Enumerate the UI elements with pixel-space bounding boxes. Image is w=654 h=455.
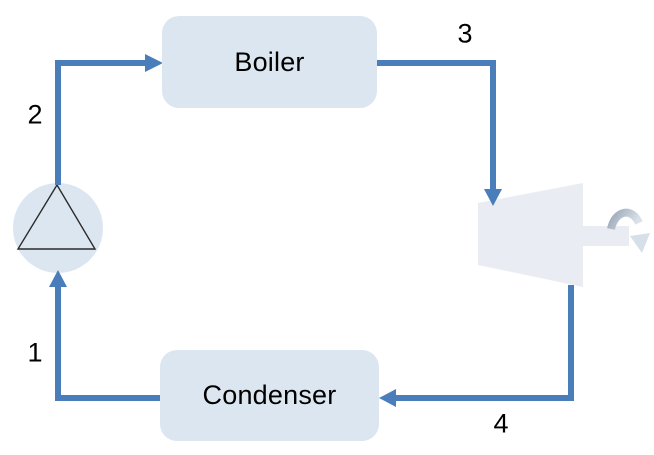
boiler-label: Boiler [234, 46, 305, 77]
rotation-arrow-arc [607, 208, 643, 231]
pump-circle [13, 183, 103, 273]
pipe-2-line [55, 60, 146, 185]
pipe-arrow-1 [49, 270, 160, 401]
turbine-trapezoid-icon [478, 183, 583, 287]
pipe-2-arrowhead-icon [145, 54, 163, 72]
pump-symbol [13, 183, 103, 273]
pipe-4-arrowhead-icon [379, 389, 396, 407]
pipe-1-line [55, 287, 160, 401]
boiler-box: Boiler [162, 16, 377, 108]
state-label-4: 4 [493, 408, 509, 439]
pipe-arrow-4 [379, 285, 574, 407]
pump-triangle-icon [16, 183, 97, 250]
turbine-symbol [478, 183, 650, 287]
condenser-label: Condenser [202, 380, 337, 410]
pipe-1-arrowhead-icon [49, 270, 67, 287]
condenser-box: Condenser [160, 350, 379, 441]
pipe-arrow-3 [377, 60, 502, 206]
pipe-3-line [377, 60, 496, 190]
rotation-arrow-head [630, 233, 650, 253]
rotation-arrow-icon [607, 208, 650, 253]
pipe-4-line [396, 285, 574, 401]
pipe-3-arrowhead-icon [484, 189, 502, 206]
pipe-arrow-2 [55, 54, 163, 185]
state-label-1: 1 [27, 337, 43, 368]
turbine-shaft-icon [583, 226, 629, 246]
state-label-3: 3 [457, 18, 473, 49]
state-label-2: 2 [27, 99, 43, 130]
